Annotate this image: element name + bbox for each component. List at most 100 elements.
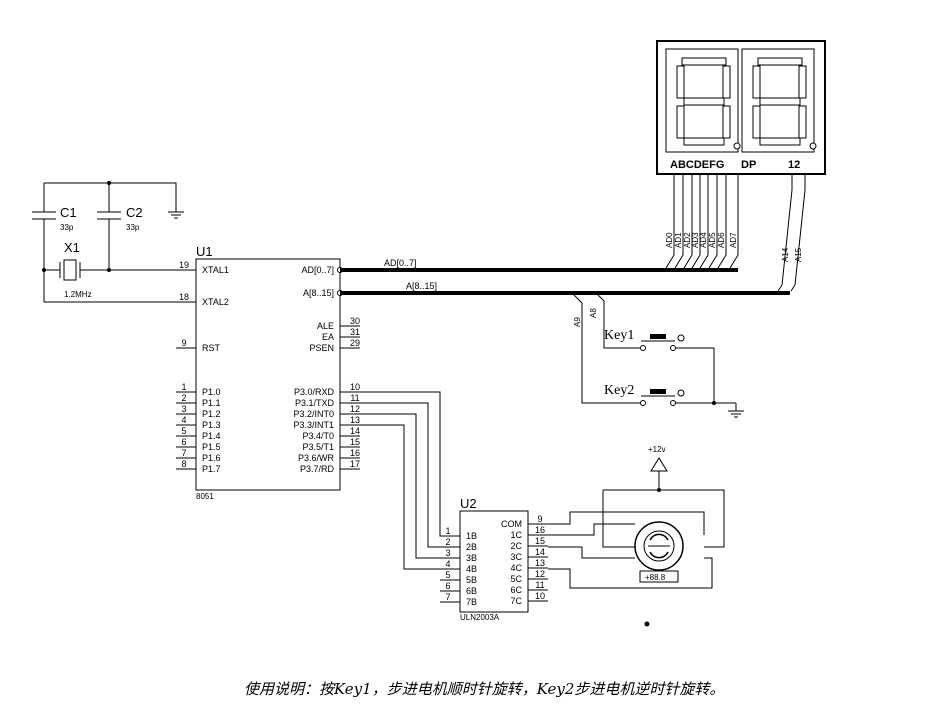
- pin-number: 10: [350, 382, 360, 392]
- pin-label: 3C: [510, 552, 522, 562]
- key1-label: Key1: [604, 328, 634, 343]
- pin-label: P1.3: [202, 420, 221, 430]
- pin-number: 31: [350, 327, 360, 337]
- pin-number: 3: [445, 548, 450, 558]
- net-ad1: AD1: [674, 174, 684, 269]
- pin-number: 12: [350, 404, 360, 414]
- pin-number: 13: [535, 558, 545, 568]
- pin-number: 9: [181, 338, 186, 348]
- key1-switch: [640, 334, 714, 351]
- net-label: AD1: [674, 232, 683, 248]
- crystal-value: 1.2MHz: [64, 290, 92, 299]
- net-label: A14: [781, 247, 790, 262]
- net-a8-label: A8: [589, 308, 598, 318]
- pin-label: 6C: [510, 585, 522, 595]
- segment-vertical: [722, 65, 731, 99]
- pin-label: A[8..15]: [303, 288, 334, 298]
- crystal-ref: X1: [64, 240, 80, 255]
- pin-label: P1.4: [202, 431, 221, 441]
- stepper-motor: [634, 521, 684, 583]
- segment-horizontal: [681, 57, 727, 66]
- pin-label: 5B: [466, 575, 477, 585]
- segment-horizontal: [683, 137, 725, 146]
- segment-horizontal: [759, 97, 801, 106]
- net-label: AD7: [729, 232, 738, 248]
- net-ad7: AD7: [729, 174, 739, 269]
- pin-label: P1.7: [202, 464, 221, 474]
- net-label: AD0: [665, 232, 674, 248]
- pin-label: 7B: [466, 597, 477, 607]
- segment-horizontal: [683, 97, 725, 106]
- segment-labels: ABCDEFG: [670, 159, 724, 171]
- oscillator-circuit: C1 33p C2 33p X1 1.2MHz: [32, 181, 196, 303]
- segment-horizontal: [757, 57, 803, 66]
- net-ad5: AD5: [708, 174, 718, 269]
- c2-value: 33p: [126, 223, 140, 232]
- mcu-right-pins: AD[0..7]A[8..15]30ALE31EA29PSEN10P3.0/RX…: [293, 265, 360, 474]
- junction-dot: [644, 621, 650, 627]
- pin-number: 4: [445, 559, 450, 569]
- segment-vertical: [752, 65, 761, 99]
- pin-label: P3.6/WR: [298, 453, 335, 463]
- pin-label: 2B: [466, 542, 477, 552]
- net-label: AD5: [708, 232, 717, 248]
- net-ad4: AD4: [699, 174, 709, 269]
- power-arrow-icon: [650, 457, 668, 490]
- net-ad6: AD6: [717, 174, 727, 269]
- driver-part: ULN2003A: [460, 613, 500, 622]
- pin-number: 5: [445, 570, 450, 580]
- pin-number: 11: [535, 580, 544, 590]
- pin-number: 4: [181, 415, 186, 425]
- segment-vertical: [722, 105, 731, 139]
- pin-label: 1B: [466, 531, 477, 541]
- net-label: AD4: [699, 232, 708, 248]
- pin-number: 10: [535, 591, 545, 601]
- pin-label: 5C: [510, 574, 522, 584]
- pin-label: P1.1: [202, 398, 221, 408]
- pin-label: P3.3/INT1: [293, 420, 334, 430]
- pin-number: 18: [179, 292, 189, 302]
- pin-number: 2: [445, 537, 450, 547]
- ground-symbol-keys: [728, 403, 744, 418]
- driver-pin-4c: 13 4C: [510, 558, 548, 573]
- pin-label: 7C: [510, 596, 522, 606]
- mcu-part: 8051: [196, 492, 214, 501]
- pin-label: COM: [501, 519, 522, 529]
- driver-pin-7c: 10 7C: [510, 591, 548, 606]
- pin-label: ALE: [317, 321, 334, 331]
- pin-label: 1C: [510, 530, 522, 540]
- pin-label: 6B: [466, 586, 477, 596]
- pin-number: 15: [535, 536, 545, 546]
- pin-number: 3: [181, 404, 186, 414]
- pin-number: 8: [181, 459, 186, 469]
- pin-label: P1.5: [202, 442, 221, 452]
- mcu-ref: U1: [196, 244, 213, 259]
- dp-label: DP: [741, 159, 756, 171]
- pin-label: XTAL1: [202, 265, 229, 275]
- pin-label: 4C: [510, 563, 522, 573]
- digit-1: [676, 57, 741, 150]
- pin-label: P3.7/RD: [300, 464, 335, 474]
